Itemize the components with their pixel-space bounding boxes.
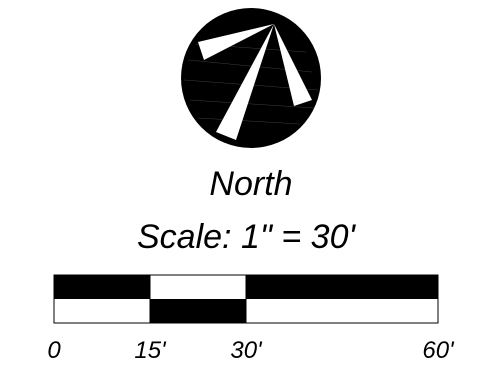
north-arrow-icon <box>181 8 321 148</box>
scale-tick-label-3: 60' <box>422 337 455 364</box>
scale-tick-label-1: 15' <box>134 337 167 364</box>
scale-label: Scale: 1" = 30' <box>137 218 356 256</box>
scale-bar: 0 15' 30' 60' <box>47 274 455 364</box>
scale-bar-segment-0 <box>54 275 150 299</box>
scale-bar-segment-1 <box>150 299 246 323</box>
north-arrow-needle-right <box>274 24 312 106</box>
scale-tick-label-2: 30' <box>230 337 263 364</box>
north-label: North <box>209 165 292 203</box>
north-arrow-needle-center <box>216 24 274 140</box>
north-arrow-needle-left <box>198 24 274 60</box>
scale-tick-label-0: 0 <box>47 337 61 364</box>
scale-bar-segment-2 <box>246 275 438 299</box>
